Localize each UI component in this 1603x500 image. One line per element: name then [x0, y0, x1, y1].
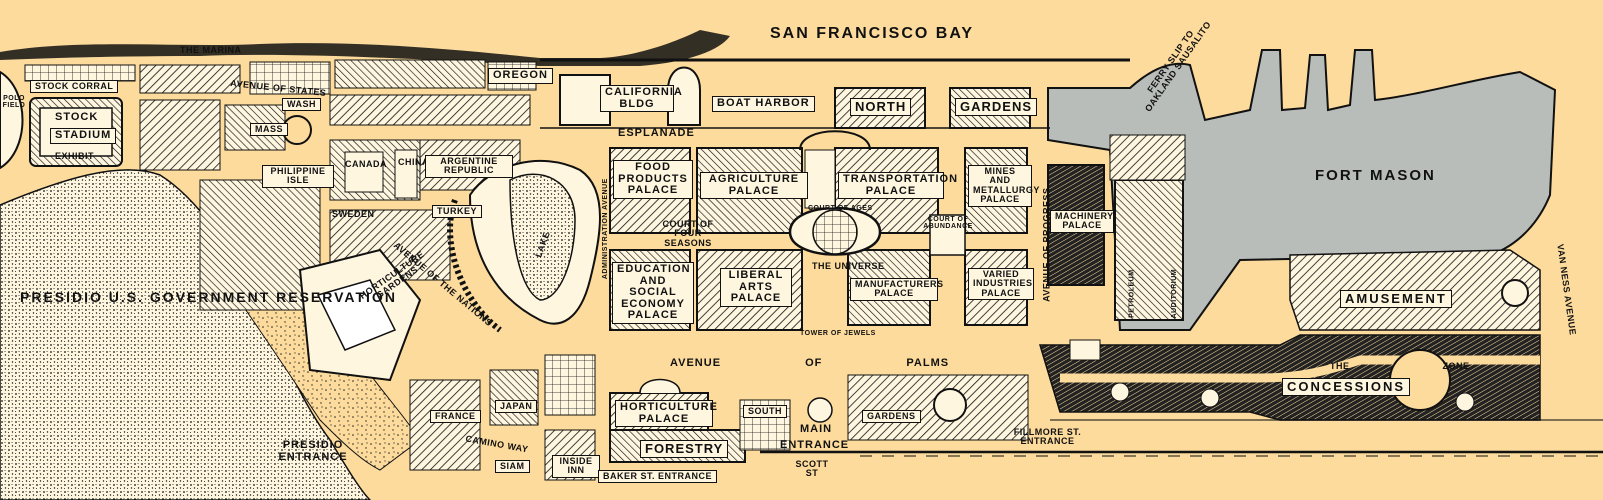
admin-avenue-label: ADMINISTRATION AVENUE	[601, 178, 609, 280]
education-palace-label: EDUCATION AND SOCIAL ECONOMY PALACE	[612, 262, 694, 324]
bay-label: SAN FRANCISCO BAY	[770, 25, 975, 42]
auditorium-label: AUDITORIUM	[1171, 268, 1179, 319]
tower-of-jewels-label: TOWER OF JEWELS	[800, 330, 876, 337]
entrance-label: ENTRANCE	[780, 439, 850, 451]
south-gardens-label: GARDENS	[862, 410, 921, 424]
lake	[509, 173, 576, 301]
exhibit-label: EXHIBIT	[55, 151, 95, 161]
the-zone-label: THE ZONE	[1330, 361, 1470, 371]
presidio-label: PRESIDIO U.S. GOVERNMENT RESERVATION	[20, 289, 397, 305]
avenue-of-palms-label: AVENUE OF PALMS	[670, 357, 950, 369]
argentine-label: ARGENTINE REPUBLIC	[425, 155, 513, 178]
food-products-palace-label: FOOD PRODUCTS PALACE	[613, 160, 693, 199]
court-of-ages-label: COURT OF AGES	[808, 205, 873, 212]
california-building-label: CALIFORNIA BLDG	[600, 85, 682, 113]
forestry-label: FORESTRY	[640, 440, 729, 458]
inside-inn-label: INSIDE INN	[552, 455, 600, 478]
stock-corral-label: STOCK CORRAL	[30, 80, 119, 94]
baker-entrance-label: BAKER ST. ENTRANCE	[598, 470, 718, 484]
stadium-label: STADIUM	[50, 128, 117, 144]
varied-industries-palace-label: VARIED INDUSTRIES PALACE	[968, 268, 1034, 301]
japan-label: JAPAN	[495, 400, 538, 414]
sweden-label: SWEDEN	[332, 209, 375, 219]
china-label: CHINA	[398, 157, 429, 167]
france-label: FRANCE	[430, 410, 481, 424]
turkey-label: TURKEY	[432, 205, 483, 219]
marina-label: THE MARINA	[180, 45, 242, 55]
horticulture-palace-label: HORTICULTURE PALACE	[615, 400, 717, 428]
philippine-label: PHILIPPINE ISLE	[262, 165, 334, 188]
north-label: NORTH	[850, 98, 912, 116]
court-abundance-label: COURT OF ABUNDANCE	[923, 216, 973, 231]
gardens-label: GARDENS	[955, 98, 1038, 116]
siam-label: SIAM	[495, 460, 530, 474]
manufacturers-palace-label: MANUFACTURERS PALACE	[850, 278, 943, 301]
amusement-label: AMUSEMENT	[1340, 290, 1452, 308]
stock-label: STOCK	[55, 111, 99, 123]
shoreline	[0, 30, 730, 66]
concessions-label: CONCESSIONS	[1282, 378, 1411, 396]
fort-mason-label: FORT MASON	[1315, 167, 1436, 184]
oregon-label: OREGON	[488, 68, 553, 84]
presidio-entrance-label: PRESIDIO ENTRANCE	[278, 439, 348, 463]
mines-palace-label: MINES AND METALLURGY PALACE	[968, 165, 1039, 207]
mass-label: MASS	[250, 123, 289, 137]
main-label: MAIN	[800, 423, 833, 435]
fillmore-entrance-label: FILLMORE ST. ENTRANCE	[1013, 427, 1082, 447]
wash-label: WASH	[282, 98, 321, 112]
esplanade-label: ESPLANADE	[618, 127, 695, 139]
machinery-palace-label: MACHINERY PALACE	[1050, 210, 1114, 233]
transportation-palace-label: TRANSPORTATION PALACE	[838, 172, 957, 200]
universe-label: THE UNIVERSE	[812, 261, 885, 271]
boat-harbor-label: BOAT HARBOR	[712, 96, 815, 112]
south-label: SOUTH	[743, 405, 787, 419]
scott-st-label: SCOTT ST	[795, 459, 829, 479]
canada-label: CANADA	[345, 159, 387, 169]
court-four-seasons-label: COURT OF FOUR SEASONS	[662, 219, 714, 248]
avenue-of-progress-label: AVENUE OF PROGRESS	[1041, 187, 1052, 302]
petroleum-label: PETROLEUM	[1128, 269, 1136, 318]
agriculture-palace-label: AGRICULTURE PALACE	[700, 172, 808, 200]
liberal-arts-palace-label: LIBERAL ARTS PALACE	[720, 268, 792, 307]
polo-field-label: POLO FIELD	[2, 95, 26, 110]
